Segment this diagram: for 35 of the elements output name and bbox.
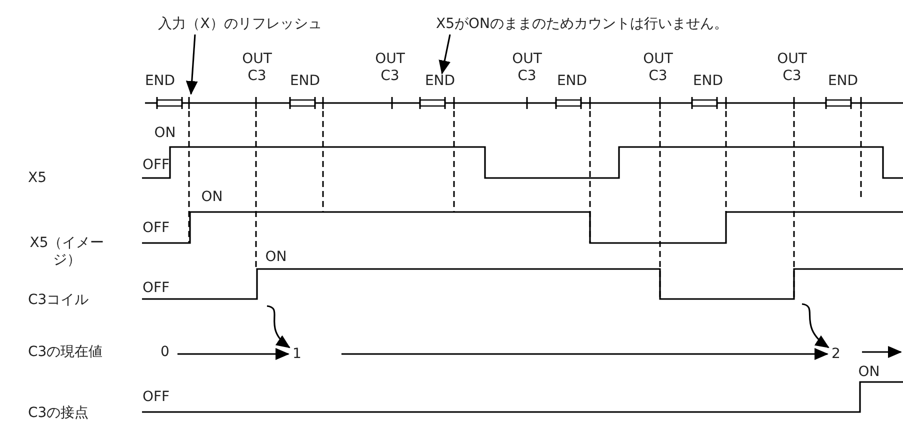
instruction-label: OUT C3 bbox=[241, 51, 273, 85]
row-label: X5 bbox=[28, 170, 46, 186]
instruction-label: END bbox=[828, 72, 858, 90]
instruction-label: END bbox=[692, 72, 724, 90]
leader-line bbox=[438, 34, 451, 74]
state-label: ON bbox=[201, 188, 223, 206]
value-text: 0 bbox=[160, 344, 170, 360]
row-label: C3コイル bbox=[28, 292, 89, 308]
state-label: ON bbox=[858, 364, 880, 380]
instruction-label: END bbox=[144, 72, 176, 90]
state-label: OFF bbox=[142, 156, 170, 174]
state-label: OFF bbox=[142, 280, 170, 296]
leader-line bbox=[186, 34, 198, 95]
instruction-label: END bbox=[290, 72, 320, 90]
value-text: 2 bbox=[832, 346, 840, 362]
curved-arrow bbox=[266, 305, 290, 348]
instruction-label: END bbox=[424, 72, 456, 90]
instruction-label: OUT C3 bbox=[776, 51, 808, 85]
state-label: OFF bbox=[142, 220, 170, 236]
arrow bbox=[341, 348, 829, 360]
annotation-text: 入力（X）のリフレッシュ bbox=[158, 16, 322, 32]
value-text: 1 bbox=[292, 346, 302, 362]
state-label: ON bbox=[265, 248, 287, 266]
curved-arrow bbox=[802, 303, 830, 348]
row-label: X5（イメージ） bbox=[28, 235, 106, 269]
annotation-text: X5がONのままのためカウントは行いません。 bbox=[436, 16, 728, 32]
row-label: C3の現在値 bbox=[28, 344, 103, 360]
arrow bbox=[177, 348, 290, 360]
state-label: ON bbox=[154, 124, 176, 142]
row-label: C3の接点 bbox=[28, 404, 89, 421]
instruction-label: OUT C3 bbox=[511, 51, 543, 85]
instruction-label: END bbox=[556, 72, 588, 90]
state-label: OFF bbox=[142, 388, 170, 406]
instruction-label: OUT C3 bbox=[642, 51, 674, 85]
instruction-label: OUT C3 bbox=[374, 51, 406, 85]
